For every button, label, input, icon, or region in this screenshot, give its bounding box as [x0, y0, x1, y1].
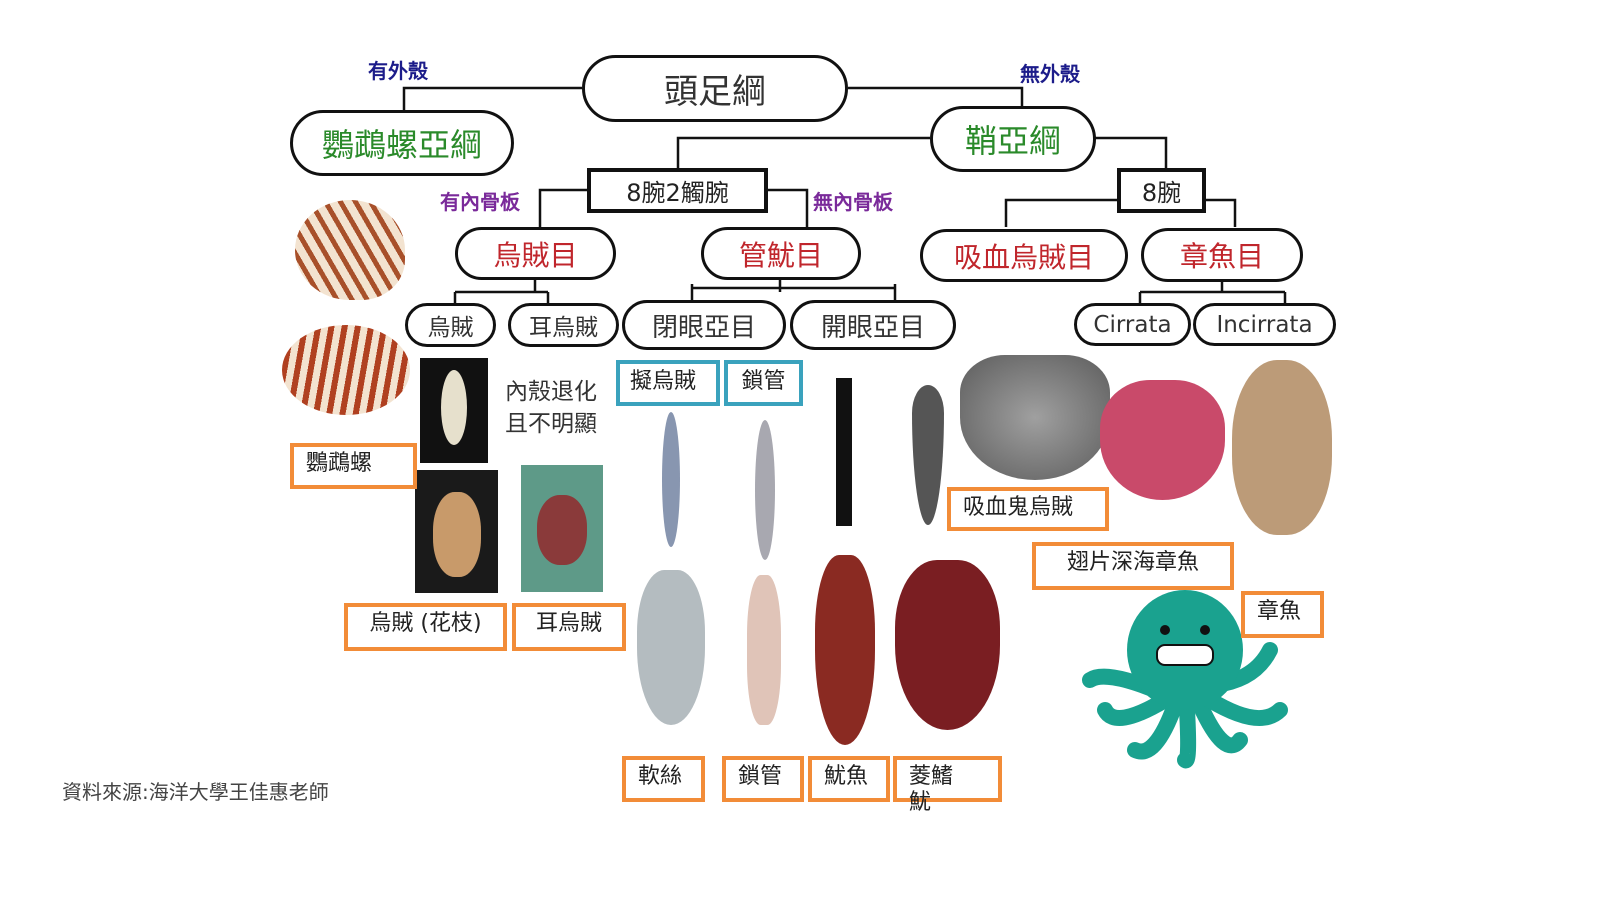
coleoidea-node: 鞘亞綱: [930, 106, 1096, 172]
bobtail-label: 耳烏賊: [512, 603, 626, 651]
cuttlebone-image: [420, 358, 488, 463]
vampire-squid-image: [960, 355, 1110, 480]
loligo-label: 鎖管: [722, 756, 804, 802]
incirrata-node: Incirrata: [1193, 303, 1336, 346]
squid-image: [815, 555, 875, 745]
nautilus-label: 鸚鵡螺: [290, 443, 417, 489]
bobtail-node: 耳烏賊: [508, 303, 619, 347]
loligo-box: 鎖管: [724, 360, 803, 406]
diamond-squid-label-text: 菱鰭魷: [909, 764, 954, 815]
bigfin-reef-squid-image: [637, 570, 705, 725]
cirrata-node: Cirrata: [1074, 303, 1191, 346]
cuttlefish-label: 烏賊 (花枝): [344, 603, 507, 651]
cuttlefish-image: [415, 470, 498, 593]
decapod-node: 8腕2觸腕: [587, 168, 768, 213]
nautilus-image: [282, 325, 410, 415]
loligo-pen-image: [755, 420, 775, 560]
squid-gladius-image: [836, 378, 852, 526]
dumbo-octopus-image: [1100, 380, 1225, 500]
octopus-image: [1232, 360, 1332, 535]
oegopsida-node: 開眼亞目: [790, 300, 956, 350]
sepiida-node: 烏賊目: [455, 227, 616, 280]
myopsida-node: 閉眼亞目: [622, 300, 786, 350]
octopus-label: 章魚: [1241, 591, 1324, 638]
bobtail-image: [521, 465, 603, 592]
bigfin-reef-squid-label: 軟絲: [622, 756, 705, 802]
root-node: 頭足綱: [582, 55, 848, 122]
dumbo-octopus-label: 翅片深海章魚: [1032, 542, 1234, 590]
diamond-squid-image: [895, 560, 1000, 730]
no-inner-plate-label: 無內骨板: [813, 190, 893, 214]
cuttlefish-node: 烏賊: [405, 303, 496, 347]
sepioteuthis-box: 擬烏賊: [616, 360, 720, 406]
squid-label: 魷魚: [808, 756, 890, 802]
source-credit: 資料來源:海洋大學王佳惠老師: [62, 780, 329, 804]
nautilus-shell-image: [295, 200, 405, 300]
teuthida-node: 管魷目: [701, 227, 861, 280]
sepioteuthis-pen-image: [662, 412, 680, 547]
vampire-squid-label: 吸血鬼烏賊: [947, 487, 1109, 531]
vampyromorphida-node: 吸血烏賊目: [920, 229, 1128, 282]
octopod-node: 8腕: [1117, 168, 1206, 213]
note-text: 內殼退化且不明顯: [505, 379, 597, 437]
octopoda-node: 章魚目: [1141, 228, 1303, 282]
has-shell-label: 有外殼: [368, 59, 428, 83]
diamond-squid-label: 菱鰭魷: [893, 756, 1002, 815]
has-inner-plate-label: 有內骨板: [440, 190, 520, 214]
cartoon-octopus-image: [1082, 590, 1288, 769]
nautiloidea-node: 鸚鵡螺亞綱: [290, 110, 514, 176]
no-shell-label: 無外殼: [1020, 62, 1080, 86]
loligo-image: [747, 575, 781, 725]
